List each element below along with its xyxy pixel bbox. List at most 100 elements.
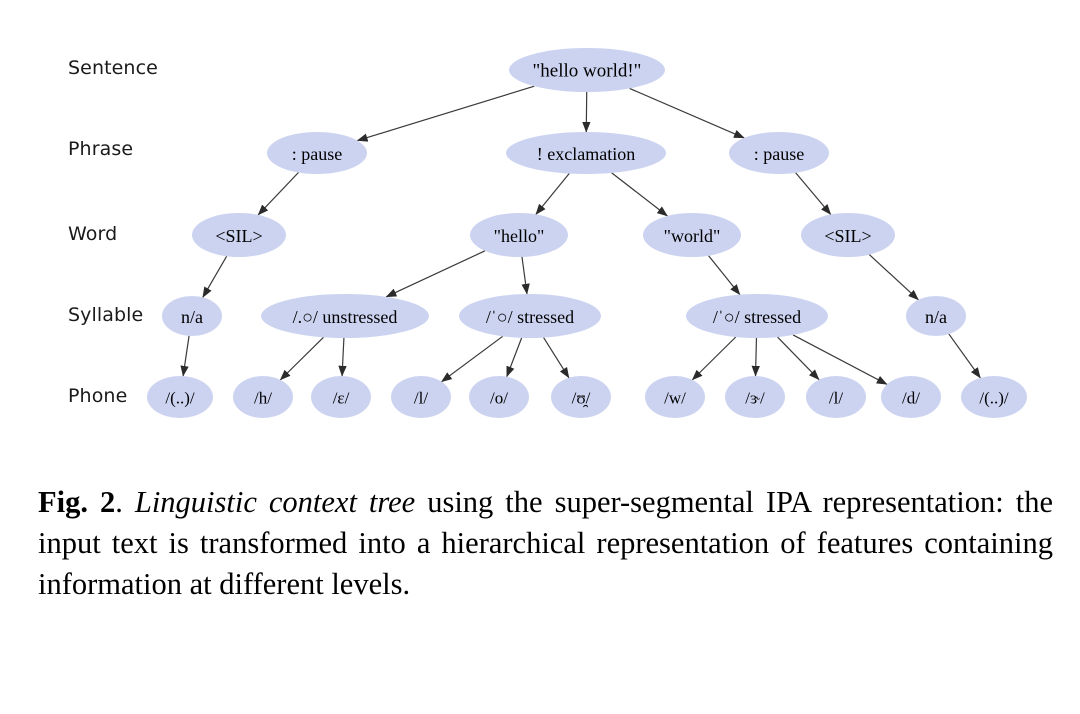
tree-edge-word-sil-r-to-syl-na-r: [868, 254, 919, 301]
node-ellipse-word-world: [643, 213, 741, 257]
node-ellipse-ph-upsilon: [551, 376, 611, 418]
node-label-word-world: "world": [664, 226, 721, 246]
node-label-ph-sil-r: /(..)/: [979, 389, 1009, 408]
node-label-ph-eps: /ɛ/: [333, 389, 350, 408]
node-ellipse-ph-eps: [311, 376, 371, 418]
node-ellipse-syl-str-2: [686, 294, 828, 338]
node-ellipse-ph-o: [469, 376, 529, 418]
tree-edge-syl-str-1-to-ph-o: [506, 337, 523, 378]
node-ellipse-sentence: [509, 48, 665, 92]
tree-edge-syl-str-2-to-ph-d: [792, 334, 888, 385]
tree-node-sentence[interactable]: "hello world!": [509, 48, 665, 92]
tree-edge-sentence-to-phrase-r: [629, 87, 745, 139]
tree-node-syl-na-r[interactable]: n/a: [906, 296, 966, 336]
level-label-word: Word: [68, 223, 118, 245]
tree-edge-syl-na-l-to-ph-sil-l: [180, 335, 190, 377]
tree-node-ph-sil-r[interactable]: /(..)/: [961, 376, 1027, 418]
tree-node-word-sil-r[interactable]: <SIL>: [801, 213, 895, 257]
caption-emphasis: Linguistic context tree: [134, 485, 416, 519]
figure-caption: Fig. 2. Linguistic context tree using th…: [38, 482, 1053, 605]
tree-edge-layer: [180, 85, 981, 385]
tree-node-syl-na-l[interactable]: n/a: [162, 296, 222, 336]
node-ellipse-word-sil-l: [192, 213, 286, 257]
tree-edge-word-sil-l-to-syl-na-l: [202, 255, 228, 298]
tree-node-ph-w[interactable]: /w/: [645, 376, 705, 418]
level-label-phrase: Phrase: [68, 138, 134, 160]
tree-edge-syl-str-2-to-ph-w: [691, 336, 737, 381]
node-ellipse-phrase-r: [729, 132, 829, 174]
level-label-syllable: Syllable: [68, 304, 144, 326]
tree-node-word-hello[interactable]: "hello": [470, 213, 568, 257]
tree-edge-syl-str-2-to-ph-l2: [777, 336, 820, 381]
caption-figure-number: Fig. 2: [38, 485, 116, 519]
node-ellipse-ph-sil-l: [147, 376, 213, 418]
node-ellipse-syl-na-r: [906, 296, 966, 336]
tree-node-ph-l1[interactable]: /l/: [391, 376, 451, 418]
node-ellipse-ph-l2: [806, 376, 866, 418]
tree-node-ph-l2[interactable]: /l/: [806, 376, 866, 418]
tree-node-syl-unstr[interactable]: /.○/ unstressed: [261, 294, 429, 338]
tree-edge-phrase-r-to-word-sil-r: [795, 172, 832, 215]
tree-node-phrase-m[interactable]: ! exclamation: [506, 132, 666, 174]
node-label-ph-w: /w/: [664, 389, 686, 408]
tree-edge-phrase-m-to-word-hello: [535, 173, 570, 215]
node-label-syl-na-r: n/a: [925, 307, 947, 327]
node-label-ph-er: /ɝ/: [745, 389, 765, 408]
node-label-syl-str-2: /ˈ○/ stressed: [713, 307, 801, 327]
level-label-sentence: Sentence: [68, 57, 158, 79]
tree-node-layer: "hello world!" : pause ! exclamation : paus…: [147, 48, 1027, 418]
tree-edge-syl-str-1-to-ph-l1: [441, 335, 504, 383]
node-ellipse-ph-d: [881, 376, 941, 418]
node-ellipse-syl-na-l: [162, 296, 222, 336]
tree-node-phrase-l[interactable]: : pause: [267, 132, 367, 174]
node-label-ph-l2: /l/: [829, 389, 843, 408]
node-label-ph-upsilon: /ʊ̯/: [572, 389, 591, 408]
tree-node-ph-h[interactable]: /h/: [233, 376, 293, 418]
tree-node-ph-o[interactable]: /o/: [469, 376, 529, 418]
figure-area: "hello world!" : pause ! exclamation : paus…: [68, 48, 1027, 418]
node-label-ph-h: /h/: [254, 389, 272, 408]
node-label-ph-o: /o/: [490, 389, 508, 408]
tree-node-ph-d[interactable]: /d/: [881, 376, 941, 418]
tree-edge-phrase-m-to-word-world: [611, 172, 668, 217]
node-ellipse-word-hello: [470, 213, 568, 257]
node-label-sentence: "hello world!": [533, 61, 642, 82]
tree-edge-syl-str-2-to-ph-er: [751, 337, 760, 377]
caption-body: using the super-segmental IPA representa…: [38, 485, 1053, 601]
node-label-word-sil-l: <SIL>: [215, 226, 262, 246]
node-label-syl-unstr: /.○/ unstressed: [293, 307, 398, 327]
tree-node-ph-eps[interactable]: /ɛ/: [311, 376, 371, 418]
tree-node-ph-er[interactable]: /ɝ/: [725, 376, 785, 418]
tree-node-ph-upsilon[interactable]: /ʊ̯/: [551, 376, 611, 418]
tree-edge-syl-na-r-to-ph-sil-r: [948, 333, 981, 379]
tree-edge-word-world-to-syl-str-2: [708, 255, 741, 296]
node-label-phrase-l: : pause: [292, 144, 342, 164]
node-label-phrase-r: : pause: [754, 144, 804, 164]
node-label-ph-sil-l: /(..)/: [165, 389, 195, 408]
node-ellipse-ph-er: [725, 376, 785, 418]
tree-node-ph-sil-l[interactable]: /(..)/: [147, 376, 213, 418]
tree-edge-syl-str-1-to-ph-upsilon: [543, 337, 570, 379]
tree-node-syl-str-1[interactable]: /ˈ○/ stressed: [459, 294, 601, 338]
node-label-phrase-m: ! exclamation: [537, 144, 635, 164]
tree-node-word-sil-l[interactable]: <SIL>: [192, 213, 286, 257]
tree-edge-word-hello-to-syl-unstr: [385, 250, 486, 298]
linguistic-context-tree-diagram: "hello world!" : pause ! exclamation : paus…: [147, 48, 1027, 418]
node-ellipse-phrase-l: [267, 132, 367, 174]
node-ellipse-ph-sil-r: [961, 376, 1027, 418]
tree-node-phrase-r[interactable]: : pause: [729, 132, 829, 174]
tree-edge-sentence-to-phrase-l: [356, 85, 535, 142]
tree-edge-phrase-l-to-word-sil-l: [257, 172, 299, 216]
tree-edge-word-hello-to-syl-str-1: [521, 256, 530, 295]
node-ellipse-ph-l1: [391, 376, 451, 418]
node-label-syl-str-1: /ˈ○/ stressed: [486, 307, 574, 327]
node-ellipse-ph-w: [645, 376, 705, 418]
node-ellipse-phrase-m: [506, 132, 666, 174]
tree-node-word-world[interactable]: "world": [643, 213, 741, 257]
node-ellipse-syl-unstr: [261, 294, 429, 338]
caption-separator: .: [115, 485, 135, 519]
level-label-phone: Phone: [68, 385, 128, 407]
tree-node-syl-str-2[interactable]: /ˈ○/ stressed: [686, 294, 828, 338]
node-ellipse-syl-str-1: [459, 294, 601, 338]
node-label-ph-l1: /l/: [414, 389, 428, 408]
